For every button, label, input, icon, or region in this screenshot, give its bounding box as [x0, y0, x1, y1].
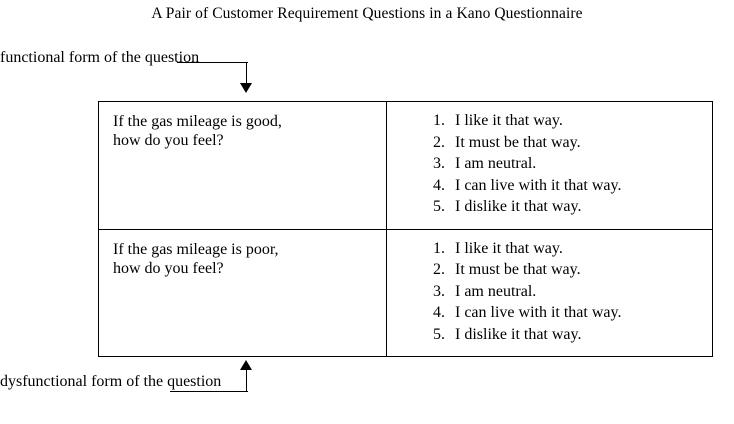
questionnaire-table: If the gas mileage is good, how do you f…	[98, 101, 713, 357]
answer-option-label: I can live with it that way.	[455, 304, 622, 321]
answer-option[interactable]: 2. It must be that way.	[433, 132, 712, 154]
dysfunctional-leader-line-horizontal	[170, 391, 248, 392]
answer-option-label: I am neutral.	[455, 282, 537, 300]
answer-option-label: I like it that way.	[455, 239, 563, 257]
answer-option-label: I am neutral.	[455, 155, 537, 172]
answer-option[interactable]: 1. I like it that way.	[433, 110, 712, 132]
answer-option-number: 3.	[433, 155, 445, 172]
question-cell: If the gas mileage is poor, how do you f…	[98, 228, 387, 357]
functional-leader-line-horizontal	[177, 62, 248, 63]
answer-option-label: It must be that way.	[455, 261, 581, 278]
question-cell: If the gas mileage is good, how do you f…	[98, 101, 387, 230]
answer-option-label: It must be that way.	[455, 133, 581, 151]
answer-option-number: 5.	[433, 325, 445, 343]
answer-option[interactable]: 3. I am neutral.	[433, 153, 712, 175]
answer-option-label: I like it that way.	[455, 112, 563, 129]
arrow-up-icon	[240, 360, 252, 370]
answer-option[interactable]: 1. I like it that way.	[433, 238, 712, 260]
answers-cell: 1. I like it that way. 2. It must be that …	[386, 228, 713, 357]
answer-option-number: 4.	[433, 176, 445, 194]
answers-cell: 1. I like it that way. 2. It must be that …	[386, 101, 713, 230]
answer-option-label: I dislike it that way.	[455, 325, 582, 343]
functional-leader-line-vertical	[246, 62, 247, 83]
answer-option[interactable]: 3. I am neutral.	[433, 281, 712, 303]
answer-option-number: 1.	[433, 112, 445, 129]
table-row: If the gas mileage is good, how do you f…	[98, 101, 713, 230]
answer-option-label: I can live with it that way.	[455, 176, 622, 194]
answer-option-number: 5.	[433, 198, 445, 215]
answer-option-number: 4.	[433, 304, 445, 321]
answers-list: 1. I like it that way. 2. It must be that …	[387, 230, 712, 346]
answer-option[interactable]: 5. I dislike it that way.	[433, 196, 712, 218]
answer-option-number: 3.	[433, 282, 445, 300]
answer-option-number: 2.	[433, 133, 445, 151]
answer-option-number: 2.	[433, 261, 445, 278]
questionnaire-table-body: If the gas mileage is good, how do you f…	[98, 101, 713, 357]
question-text: If the gas mileage is good, how do you f…	[113, 113, 282, 149]
answers-list: 1. I like it that way. 2. It must be that …	[387, 102, 712, 218]
answer-option[interactable]: 5. I dislike it that way.	[433, 324, 712, 346]
dysfunctional-form-label: dysfunctional form of the question	[0, 373, 222, 390]
table-row: If the gas mileage is poor, how do you f…	[98, 228, 713, 357]
answer-option-number: 1.	[433, 239, 445, 257]
answer-option[interactable]: 4. I can live with it that way.	[433, 175, 712, 197]
dysfunctional-leader-line-vertical	[246, 370, 247, 392]
functional-form-label: functional form of the question	[0, 49, 200, 66]
answer-option[interactable]: 2. It must be that way.	[433, 259, 712, 281]
arrow-down-icon	[240, 83, 252, 93]
answer-option[interactable]: 4. I can live with it that way.	[433, 302, 712, 324]
figure-title: A Pair of Customer Requirement Questions…	[151, 5, 583, 22]
answer-option-label: I dislike it that way.	[455, 198, 582, 215]
question-text: If the gas mileage is poor, how do you f…	[113, 240, 279, 277]
